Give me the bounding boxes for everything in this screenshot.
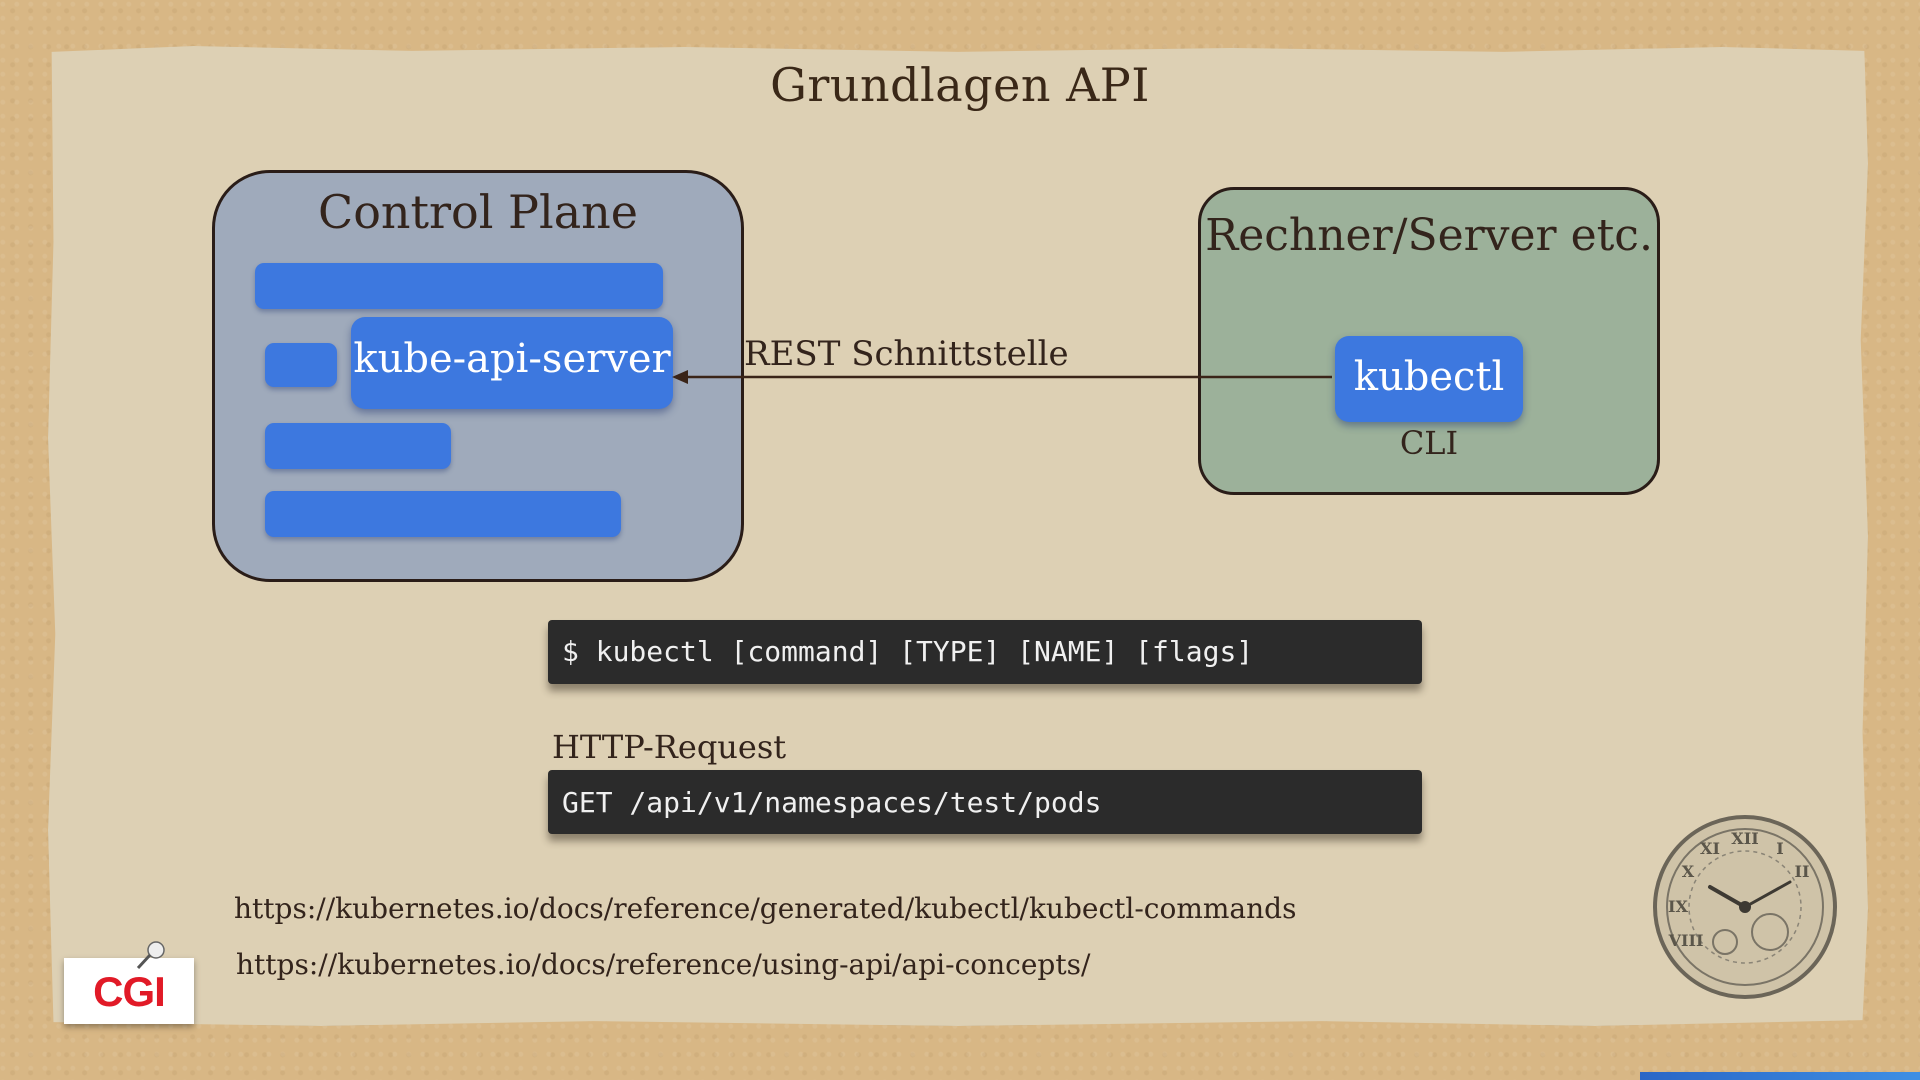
component-bar-4 bbox=[265, 491, 621, 537]
kubectl-commands-link[interactable]: https://kubernetes.io/docs/reference/gen… bbox=[234, 892, 1297, 925]
api-concepts-link[interactable]: https://kubernetes.io/docs/reference/usi… bbox=[236, 948, 1091, 981]
svg-text:X: X bbox=[1682, 862, 1695, 881]
kubectl-component: kubectl bbox=[1335, 336, 1523, 422]
svg-text:IX: IX bbox=[1668, 897, 1688, 916]
svg-text:XI: XI bbox=[1700, 839, 1720, 858]
client-machine-box: Rechner/Server etc. kubectl CLI bbox=[1198, 187, 1660, 495]
control-plane-box: Control Plane kube-api-server bbox=[212, 170, 744, 582]
component-bar-2 bbox=[265, 343, 337, 387]
corner-accent-band bbox=[1640, 1072, 1920, 1080]
svg-text:I: I bbox=[1776, 839, 1783, 858]
svg-text:XII: XII bbox=[1731, 829, 1758, 848]
rest-arrow-head bbox=[672, 370, 688, 384]
component-bar-3 bbox=[265, 423, 451, 469]
kube-api-server-component: kube-api-server bbox=[351, 317, 673, 409]
client-machine-title: Rechner/Server etc. bbox=[1205, 210, 1653, 261]
svg-text:II: II bbox=[1795, 862, 1810, 881]
http-request-label: HTTP-Request bbox=[552, 728, 787, 766]
svg-text:VIII: VIII bbox=[1668, 931, 1704, 950]
component-bar-1 bbox=[255, 263, 663, 309]
kubectl-syntax-code: $ kubectl [command] [TYPE] [NAME] [flags… bbox=[548, 620, 1422, 684]
http-request-code: GET /api/v1/namespaces/test/pods bbox=[548, 770, 1422, 834]
slide-title: Grundlagen API bbox=[770, 58, 1150, 112]
cli-caption: CLI bbox=[1399, 424, 1459, 462]
clock-icon: XII I II XI X IX VIII bbox=[1653, 815, 1837, 999]
cgi-logo: CGI bbox=[64, 958, 194, 1024]
pushpin-icon bbox=[136, 941, 165, 970]
rest-interface-label: REST Schnittstelle bbox=[744, 334, 1069, 374]
control-plane-title: Control Plane bbox=[318, 185, 638, 239]
